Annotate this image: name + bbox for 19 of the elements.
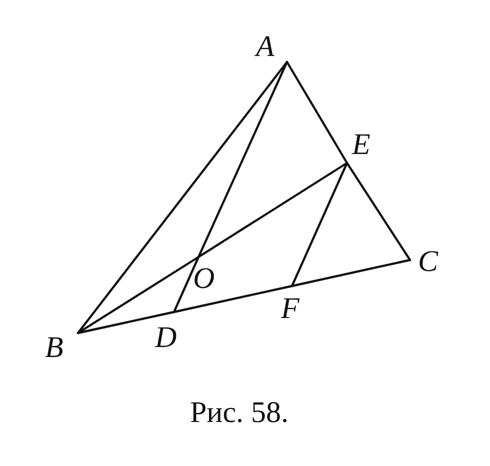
line-segment: [290, 258, 412, 288]
figure-caption: Рис. 58.: [190, 397, 289, 429]
line-segment: [197, 162, 348, 258]
line-segment: [286, 60, 348, 164]
line-segment: [197, 60, 288, 258]
point-label: F: [281, 294, 300, 324]
point-label: B: [45, 333, 64, 363]
point-label: D: [155, 323, 177, 353]
line-segment: [76, 256, 200, 334]
line-segment: [290, 162, 348, 288]
point-label: A: [256, 32, 274, 62]
point-label: O: [193, 264, 215, 294]
point-label: C: [418, 247, 438, 277]
line-segment: [76, 60, 288, 334]
point-label: E: [352, 130, 370, 160]
line-segment: [76, 310, 176, 334]
line-segment: [172, 256, 200, 314]
line-segment: [346, 162, 412, 262]
line-segment: [172, 284, 294, 314]
